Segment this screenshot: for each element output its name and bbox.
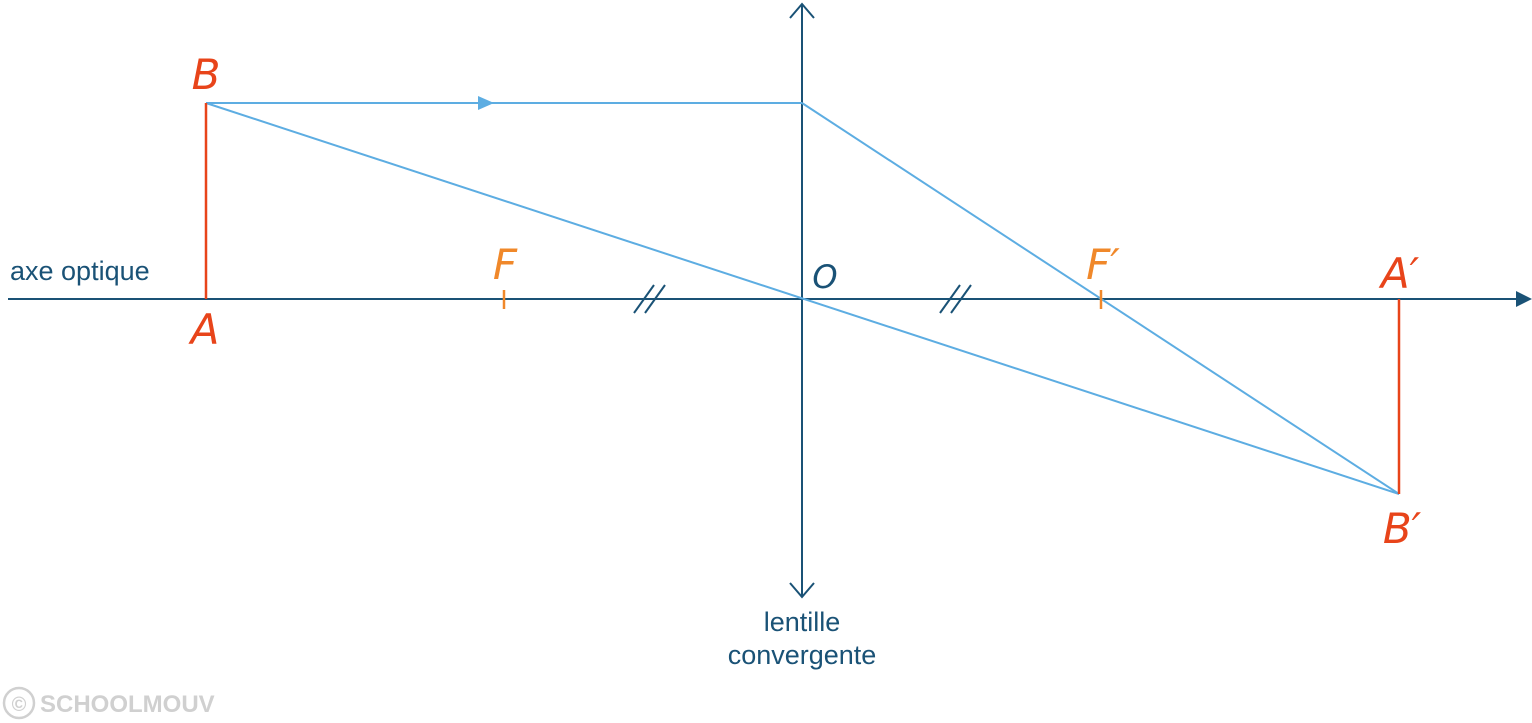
watermark-symbol: © — [12, 694, 27, 716]
point-label-b-prime: B′ — [1383, 504, 1422, 553]
point-label-o: O — [812, 258, 837, 296]
schoolmouv-watermark: © SCHOOLMOUV — [2, 686, 215, 720]
ray-direction-arrow-icon — [478, 96, 494, 110]
lens-bottom-arrow — [789, 582, 815, 599]
copyright-icon — [2, 686, 36, 720]
equal-distance-mark-left — [633, 284, 666, 314]
point-label-a: A — [188, 305, 220, 354]
point-label-f: F — [493, 240, 518, 289]
lens-label-line2: convergente — [728, 640, 877, 670]
point-label-b: B — [192, 50, 221, 99]
optical-axis-arrowhead — [1516, 291, 1532, 307]
point-label-f-prime: F′ — [1086, 240, 1120, 289]
axis-label: axe optique — [10, 256, 150, 286]
lens-top-arrow — [789, 2, 815, 19]
equal-distance-mark-right — [939, 284, 972, 314]
ray-through-center — [205, 102, 1400, 495]
point-label-a-prime: A′ — [1378, 249, 1420, 298]
watermark-text: SCHOOLMOUV — [40, 691, 215, 718]
lens-label-line1: lentille — [764, 607, 841, 637]
